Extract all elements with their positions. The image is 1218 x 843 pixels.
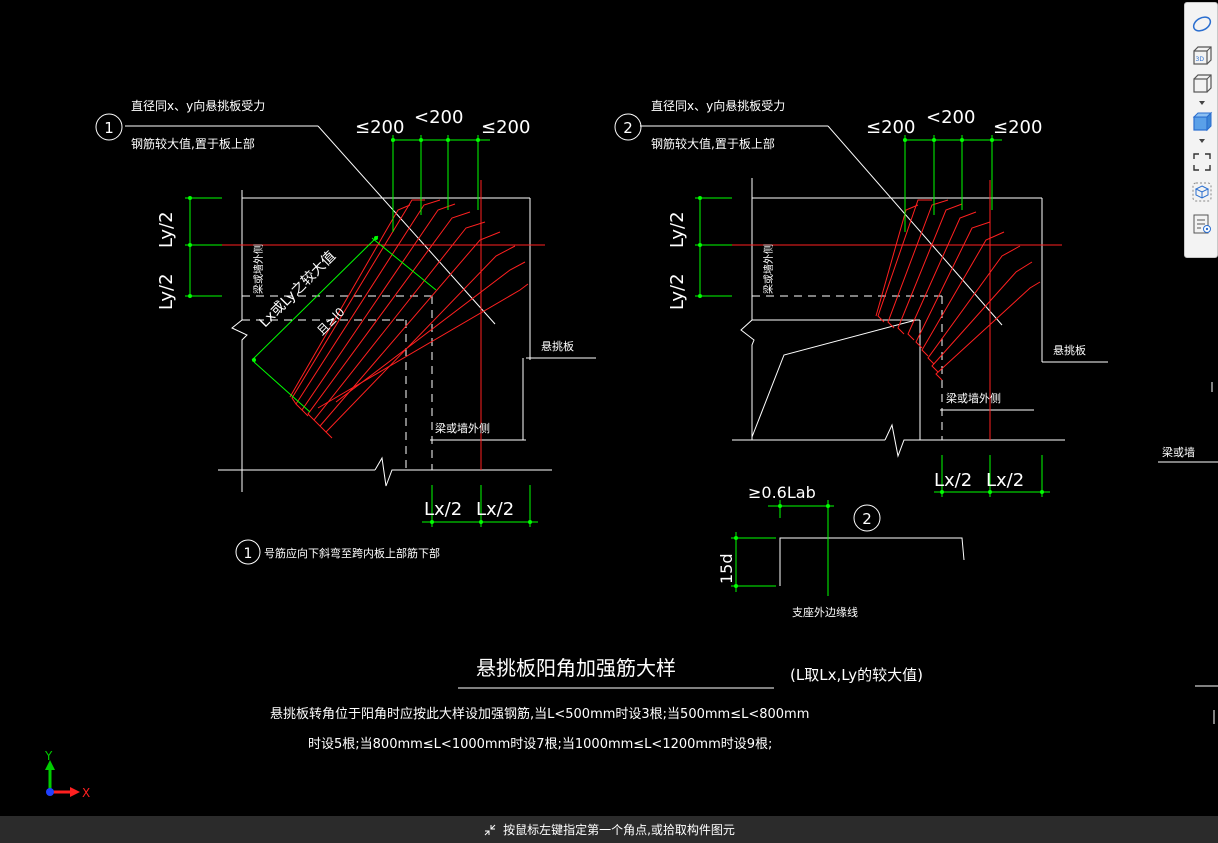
right-detail: 2 直径同x、y向悬挑板受力 钢筋较大值,置于板上部 ≤200 <200 ≤20… bbox=[614, 98, 1218, 724]
footnote-number: 1 bbox=[244, 546, 253, 562]
bar-anchor-label: ≥0.6Lab bbox=[748, 483, 816, 502]
description-line1: 悬挑板转角位于阳角时应按此大样设加强钢筋,当L<500mm时设3根;当500mm… bbox=[270, 706, 809, 722]
cube-solid-icon[interactable] bbox=[1189, 109, 1215, 135]
drawing-title-note: (L取Lx,Ly的较大值) bbox=[790, 666, 923, 684]
left-detail-number: 1 bbox=[104, 119, 114, 137]
properties-icon[interactable] bbox=[1189, 211, 1215, 237]
model-cube-icon[interactable] bbox=[1189, 179, 1215, 205]
left-cantilever-label: 悬挑板 bbox=[541, 339, 574, 353]
right-dim-top-2: <200 bbox=[926, 107, 975, 128]
left-note-line1: 直径同x、y向悬挑板受力 bbox=[131, 98, 265, 113]
title-block: 悬挑板阳角加强筋大样 (L取Lx,Ly的较大值) 悬挑板转角位于阳角时应按此大样… bbox=[270, 656, 923, 752]
axis-x-label: X bbox=[82, 786, 90, 800]
right-dim-left-2: Ly/2 bbox=[667, 273, 688, 310]
far-beam-wall-label: 梁或墙 bbox=[1162, 445, 1195, 459]
left-dim-left-2: Ly/2 bbox=[156, 273, 177, 310]
right-note-line1: 直径同x、y向悬挑板受力 bbox=[651, 98, 785, 113]
right-dim-bottom-2: Lx/2 bbox=[986, 470, 1024, 491]
ucs-axis-icon: Y X bbox=[44, 749, 90, 800]
axis-y-label: Y bbox=[44, 749, 53, 763]
3d-view-icon[interactable]: 3D bbox=[1189, 43, 1215, 69]
right-beam-outer-v: 梁或墙外侧 bbox=[762, 244, 775, 294]
cad-drawing-canvas[interactable]: 1 直径同x、y向悬挑板受力 钢筋较大值,置于板上部 ≤200 <200 ≤20… bbox=[0, 0, 1218, 816]
left-dim-bottom-1: Lx/2 bbox=[424, 499, 462, 520]
right-cantilever-label: 悬挑板 bbox=[1053, 343, 1086, 357]
cube-icon[interactable] bbox=[1189, 71, 1215, 97]
bar-hook-label: 15d bbox=[717, 553, 736, 584]
view-toolbar: 3D bbox=[1184, 2, 1218, 258]
right-dim-left-1: Ly/2 bbox=[667, 211, 688, 248]
left-dim-top-2: <200 bbox=[414, 107, 463, 128]
left-dim-top-3: ≤200 bbox=[481, 117, 530, 138]
svg-text:3D: 3D bbox=[1196, 56, 1205, 63]
left-detail: 1 直径同x、y向悬挑板受力 钢筋较大值,置于板上部 ≤200 <200 ≤20… bbox=[95, 98, 596, 565]
bar-detail: 2 ≥0.6Lab 15d 支座外边缘线 bbox=[717, 483, 965, 619]
fullscreen-icon[interactable] bbox=[1189, 149, 1215, 175]
right-dim-top-3: ≤200 bbox=[993, 117, 1042, 138]
status-prompt: 按鼠标左键指定第一个角点,或拾取构件图元 bbox=[503, 823, 735, 837]
left-note-line2: 钢筋较大值,置于板上部 bbox=[131, 136, 255, 151]
support-line-label: 支座外边缘线 bbox=[792, 605, 858, 619]
left-beam-outer-h: 梁或墙外侧 bbox=[435, 421, 490, 435]
bar-detail-number: 2 bbox=[862, 510, 872, 528]
right-dim-bottom-1: Lx/2 bbox=[934, 470, 972, 491]
footnote-text: 号筋应向下斜弯至跨内板上部筋下部 bbox=[264, 546, 440, 560]
right-beam-outer-h: 梁或墙外侧 bbox=[946, 391, 1001, 405]
left-dim-bottom-2: Lx/2 bbox=[476, 499, 514, 520]
right-detail-number: 2 bbox=[623, 119, 633, 137]
description-line2: 时设5根;当800mm≤L<1000mm时设7根;当1000mm≤L<1200m… bbox=[308, 737, 772, 752]
right-note-line2: 钢筋较大值,置于板上部 bbox=[651, 136, 775, 151]
right-dim-top-1: ≤200 bbox=[866, 117, 915, 138]
left-dim-top-1: ≤200 bbox=[355, 117, 404, 138]
orbit-icon[interactable] bbox=[1189, 11, 1215, 37]
status-bar: 按鼠标左键指定第一个角点,或拾取构件图元 bbox=[0, 816, 1218, 843]
left-beam-outer-v: 梁或墙外侧 bbox=[252, 244, 265, 294]
chevron-down-icon[interactable] bbox=[1197, 137, 1207, 145]
pick-corner-icon bbox=[484, 824, 496, 835]
chevron-down-icon[interactable] bbox=[1197, 99, 1207, 107]
left-dim-left-1: Ly/2 bbox=[156, 211, 177, 248]
drawing-title: 悬挑板阳角加强筋大样 bbox=[476, 656, 676, 680]
